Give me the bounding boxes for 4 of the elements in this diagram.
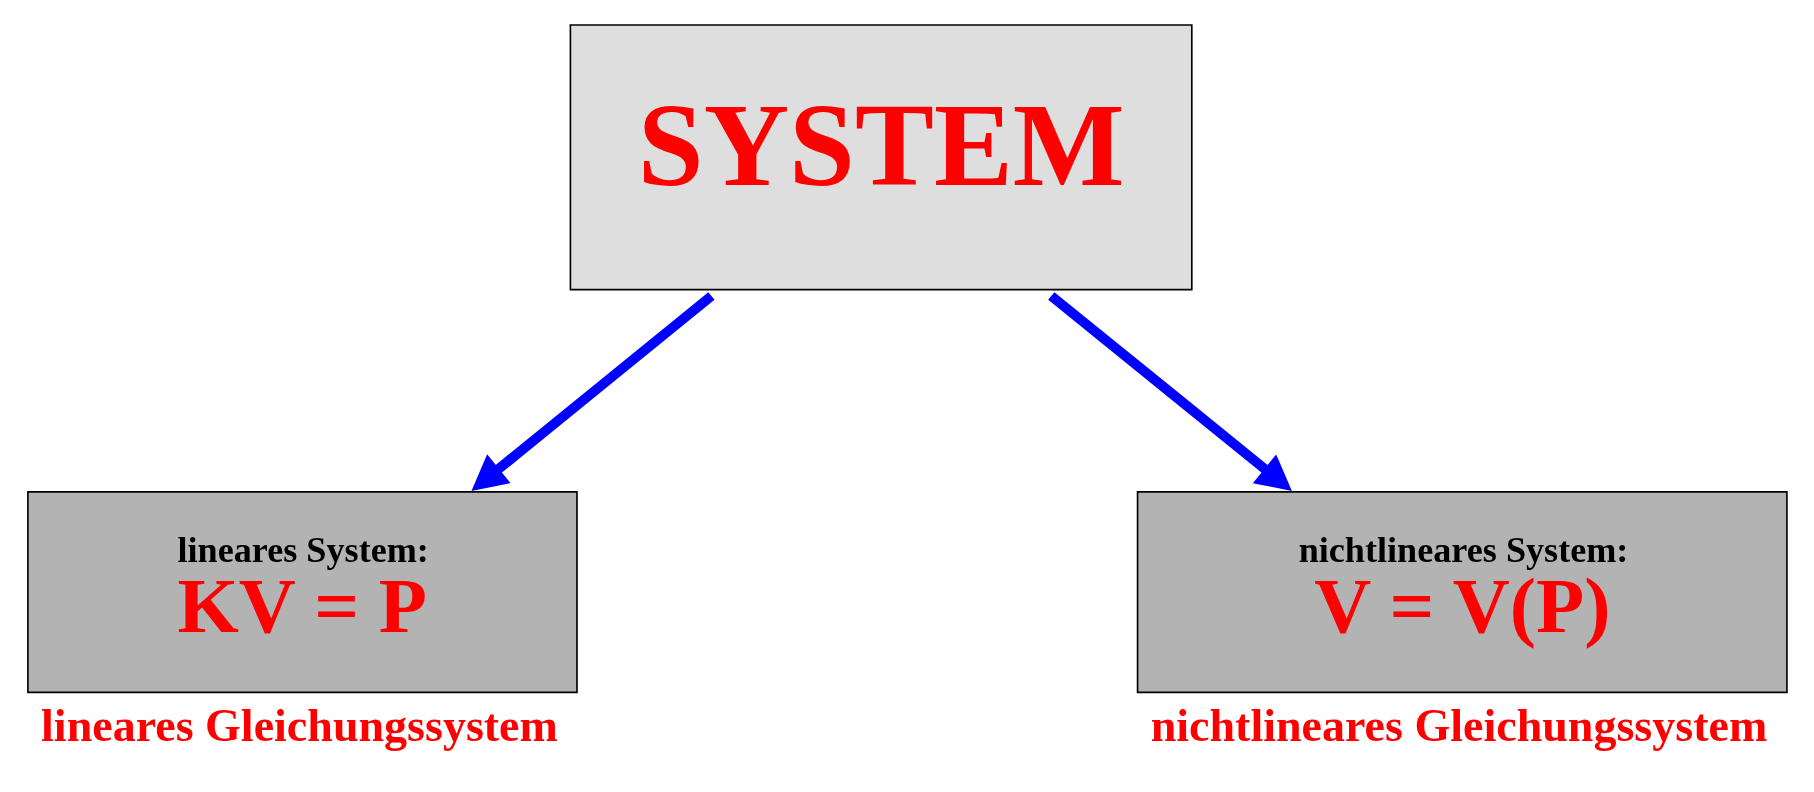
node-label: lineares Gleichungssystem bbox=[41, 699, 558, 751]
node-label: nichtlineares Gleichungssystem bbox=[1150, 699, 1768, 751]
arrow bbox=[471, 291, 715, 491]
arrow bbox=[1048, 291, 1292, 491]
